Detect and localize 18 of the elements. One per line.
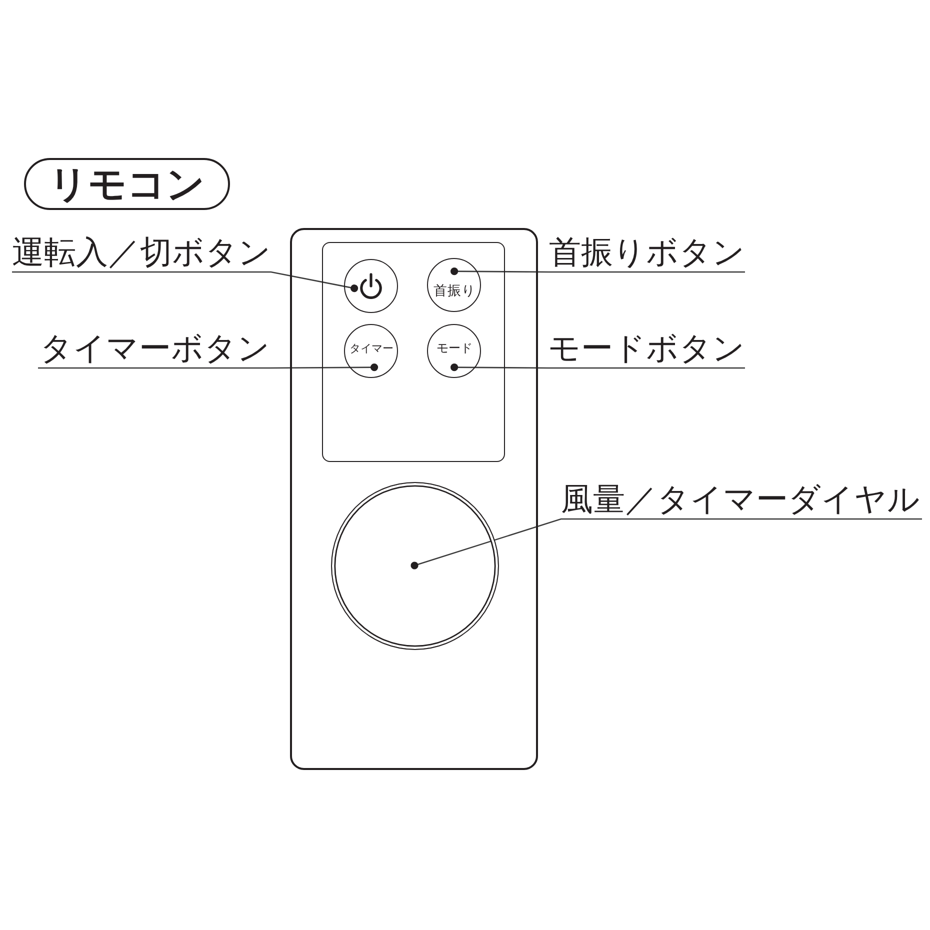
leader-line	[410, 518, 922, 570]
leader-line	[38, 364, 378, 372]
leader-line	[450, 268, 745, 276]
remote-body	[290, 228, 538, 770]
round-button	[344, 259, 398, 314]
round-button: 首振り	[427, 258, 482, 312]
dial	[330, 482, 498, 650]
callout-label: 風量／タイマーダイヤル	[561, 479, 920, 519]
round-button: モード	[427, 324, 482, 378]
callout-label: 運転入／切ボタン	[12, 232, 271, 272]
callout-label: タイマーボタン	[40, 328, 270, 368]
callout-label: モードボタン	[548, 328, 745, 368]
leader-line	[450, 364, 745, 372]
heading-pill: リモコン	[24, 158, 230, 210]
callout-label: 首振りボタン	[549, 232, 745, 272]
round-button: タイマー	[344, 324, 398, 378]
leader-line	[12, 271, 358, 292]
button-panel	[322, 242, 504, 462]
